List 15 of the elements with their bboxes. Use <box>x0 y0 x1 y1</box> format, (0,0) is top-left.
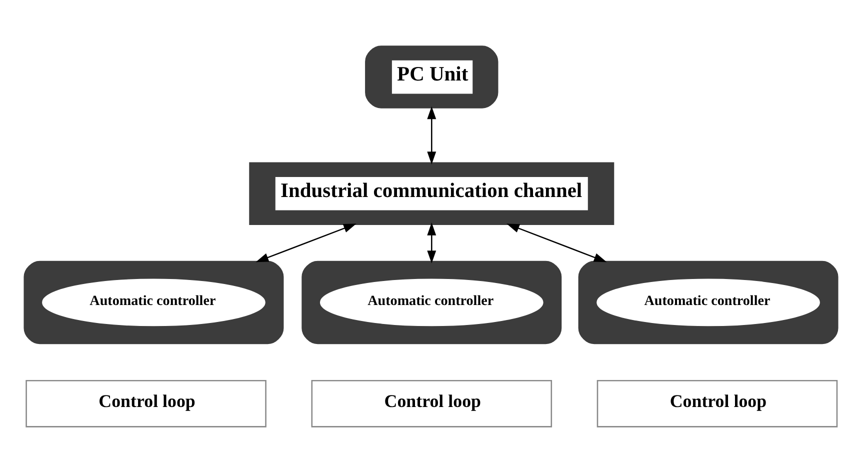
cluster <box>578 260 838 344</box>
arrow <box>426 222 436 264</box>
node-box: Control loop <box>25 380 266 428</box>
arrow <box>255 224 356 262</box>
node-box: Control loop <box>596 380 838 428</box>
node-ellipse: Automatic controller <box>42 278 265 326</box>
cluster <box>301 260 562 344</box>
node-ellipse: Automatic controller <box>319 278 543 326</box>
arrow <box>426 106 436 164</box>
node-ellipse: Automatic controller <box>596 278 820 326</box>
cluster <box>23 260 284 344</box>
arrow <box>506 224 606 262</box>
node-box: Control loop <box>310 380 552 428</box>
node-box: Industrial communication channel <box>248 162 614 225</box>
node-box: PC Unit <box>364 46 498 108</box>
